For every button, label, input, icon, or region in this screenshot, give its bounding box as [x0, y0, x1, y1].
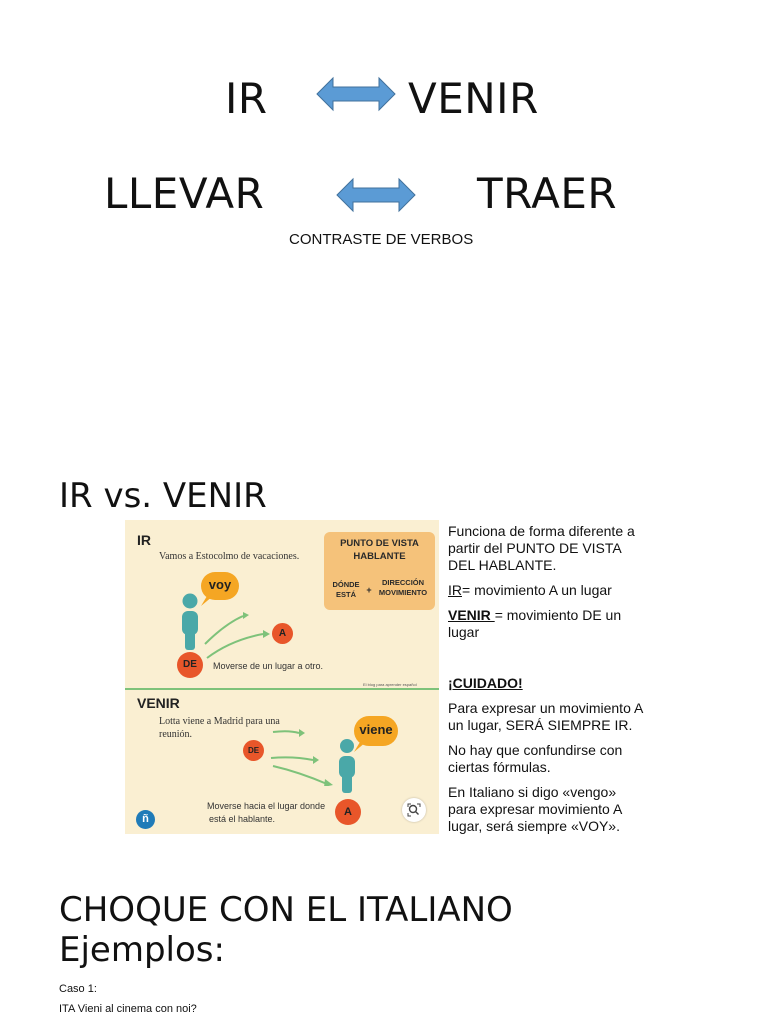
punto-de-vista-box: PUNTO DE VISTA HABLANTE DÓNDE ESTÁ + DIR…	[324, 532, 435, 610]
explanation-p4: En Italiano si digo «vengo» para expresa…	[448, 784, 622, 834]
plus-sign: +	[366, 585, 372, 595]
explanation-panel: Funciona de forma diferente a partir del…	[448, 523, 648, 843]
choque-line2: Ejemplos:	[59, 930, 225, 970]
title-traer: TRAER	[477, 169, 618, 218]
explanation-p2: Para expresar un movimiento A un lugar, …	[448, 700, 643, 733]
explanation-p3: No hay que confundirse con ciertas fórmu…	[448, 742, 623, 775]
case1-italian: ITA Vieni al cinema con noi?	[59, 1003, 197, 1015]
venir-term: VENIR	[448, 607, 495, 623]
donde-line: DÓNDE	[332, 580, 360, 589]
circle-a-venir: A	[335, 799, 361, 825]
choque-line1: CHOQUE CON EL ITALIANO	[59, 890, 513, 930]
venir-caption-line2: está el hablante.	[209, 814, 276, 824]
case1-label: Caso 1:	[59, 983, 97, 995]
double-arrow-icon	[336, 177, 416, 213]
ir-caption: Moverse de un lugar a otro.	[213, 661, 324, 671]
infographic-venir-sentence: Lotta viene a Madrid para una reunión.	[159, 715, 280, 741]
infographic-ir-label: IR	[137, 532, 151, 548]
movement-arrows-venir	[270, 729, 333, 786]
venir-caption-line1: Moverse hacia el lugar donde	[207, 801, 326, 811]
speech-bubble-voy: voy	[201, 572, 239, 600]
punto-de-vista-line2: HABLANTE	[353, 551, 406, 562]
speech-bubble-viene: viene	[354, 716, 398, 746]
ir-def: = movimiento A un lugar	[462, 582, 612, 598]
title-ir: IR	[225, 74, 268, 123]
punto-de-vista-line1: PUNTO DE VISTA	[340, 538, 419, 549]
zoom-lens-glyph	[407, 803, 421, 817]
donde-esta-label: DÓNDE ESTÁ	[328, 580, 364, 600]
circle-de-venir: DE	[243, 740, 264, 761]
venir-caption: Moverse hacia el lugar donde está el hab…	[207, 800, 325, 826]
direccion-movimiento-label: DIRECCIÓN MOVIMIENTO	[374, 578, 432, 598]
ir-term: IR	[448, 582, 462, 598]
ir-venir-infographic: IR Vamos a Estocolmo de vacaciones. PUNT…	[125, 520, 439, 834]
logo-icon: ñ	[136, 810, 155, 829]
venir-definition: VENIR = movimiento DE un lugar	[448, 607, 648, 641]
title-venir: VENIR	[408, 74, 539, 123]
venir-def: = movimiento DE un lugar	[448, 607, 622, 640]
double-arrow-icon	[316, 76, 396, 112]
speech-bubble-tail	[201, 596, 213, 606]
movimiento-line: MOVIMIENTO	[378, 588, 428, 597]
venir-sentence-line2: reunión.	[159, 729, 193, 740]
venir-sentence-line1: Lotta viene a Madrid para una	[159, 716, 280, 727]
person-icon	[339, 739, 355, 793]
cuidado-label: ¡CUIDADO!	[448, 675, 523, 691]
person-icon	[182, 593, 198, 650]
explanation-p1: Funciona de forma diferente a partir del…	[448, 523, 635, 573]
circle-de-ir: DE	[177, 652, 203, 678]
infographic-venir-label: VENIR	[137, 695, 180, 711]
infographic-divider	[125, 688, 439, 690]
subtitle: CONTRASTE DE VERBOS	[289, 231, 474, 248]
speech-bubble-tail	[354, 742, 366, 752]
credit-text: El blog para aprender español	[363, 682, 417, 687]
movement-arrows-ir	[204, 612, 270, 659]
circle-a-ir: A	[272, 623, 293, 644]
section-heading-choque: CHOQUE CON EL ITALIANO Ejemplos:	[59, 890, 513, 970]
title-llevar: LLEVAR	[104, 169, 265, 218]
zoom-lens-icon[interactable]	[402, 798, 426, 822]
punto-de-vista-title: PUNTO DE VISTA HABLANTE	[324, 537, 435, 563]
infographic-ir-sentence: Vamos a Estocolmo de vacaciones.	[159, 551, 300, 562]
section-heading-ir-vs-venir: IR vs. VENIR	[59, 476, 267, 516]
direccion-line: DIRECCIÓN	[381, 578, 425, 587]
esta-line: ESTÁ	[335, 590, 356, 599]
ir-definition: IR= movimiento A un lugar	[448, 582, 648, 599]
